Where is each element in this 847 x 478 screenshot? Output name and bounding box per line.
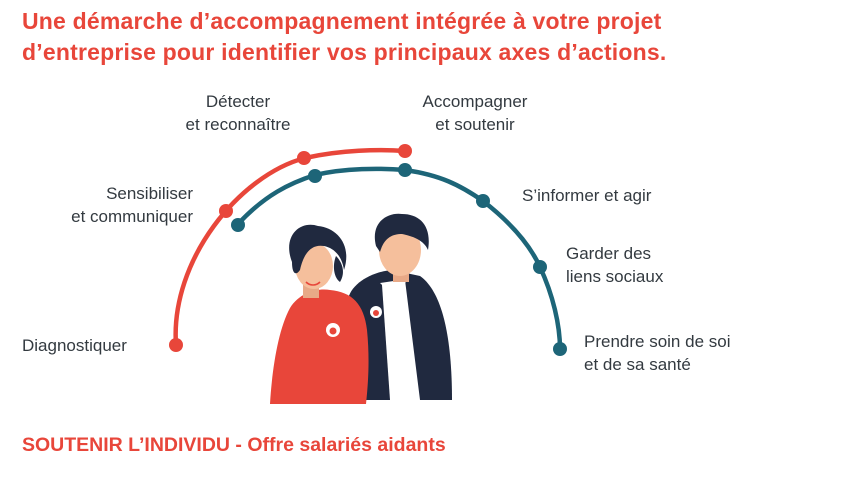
dot-accompagner (398, 144, 412, 158)
label-accompagner: Accompagner et soutenir (422, 92, 528, 134)
woman-illustration (270, 224, 369, 404)
label-sensibiliser: Sensibiliser et communiquer (71, 184, 193, 226)
dot-teal-3 (398, 163, 412, 177)
headline-line-1: Une démarche d’accompagnement intégrée à… (22, 8, 662, 34)
dot-diagnostiquer (169, 338, 183, 352)
headline-line-2: d’entreprise pour identifier vos princip… (22, 39, 667, 65)
dot-sante (553, 342, 567, 356)
footer-title: SOUTENIR L’INDIVIDU - Offre salariés aid… (22, 434, 446, 456)
label-liens: Garder des liens sociaux (566, 244, 664, 286)
label-informer: S’informer et agir (522, 186, 652, 205)
dot-teal-start (231, 218, 245, 232)
man-illustration (345, 213, 452, 400)
dot-informer (476, 194, 490, 208)
dot-sensibiliser (219, 204, 233, 218)
dot-liens (533, 260, 547, 274)
page-headline: Une démarche d’accompagnement intégrée à… (22, 6, 822, 68)
red-arc (173, 147, 408, 348)
teal-arc (235, 166, 563, 352)
dot-detecter (297, 151, 311, 165)
label-sante: Prendre soin de soi et de sa santé (584, 332, 731, 374)
label-detecter: Détecter et reconnaître (185, 92, 291, 134)
label-diagnostiquer: Diagnostiquer (22, 336, 127, 355)
dot-teal-2 (308, 169, 322, 183)
